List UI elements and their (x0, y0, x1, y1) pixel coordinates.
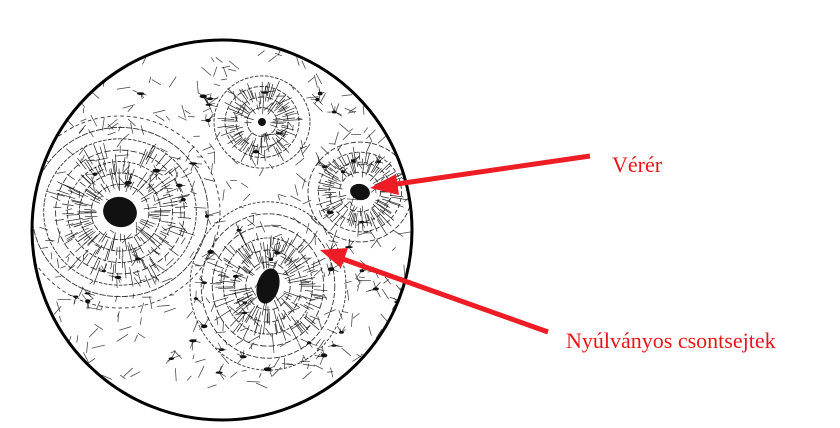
blood-vessel-label: Vérér (612, 154, 662, 176)
pointer-arrows (320, 156, 590, 332)
bone-tissue-drawing (20, 47, 425, 392)
bone-cells-arrow (320, 248, 548, 332)
bone-cells-label: Nyúlványos csontsejtek (566, 330, 776, 352)
bone-matrix-texture (35, 47, 425, 392)
